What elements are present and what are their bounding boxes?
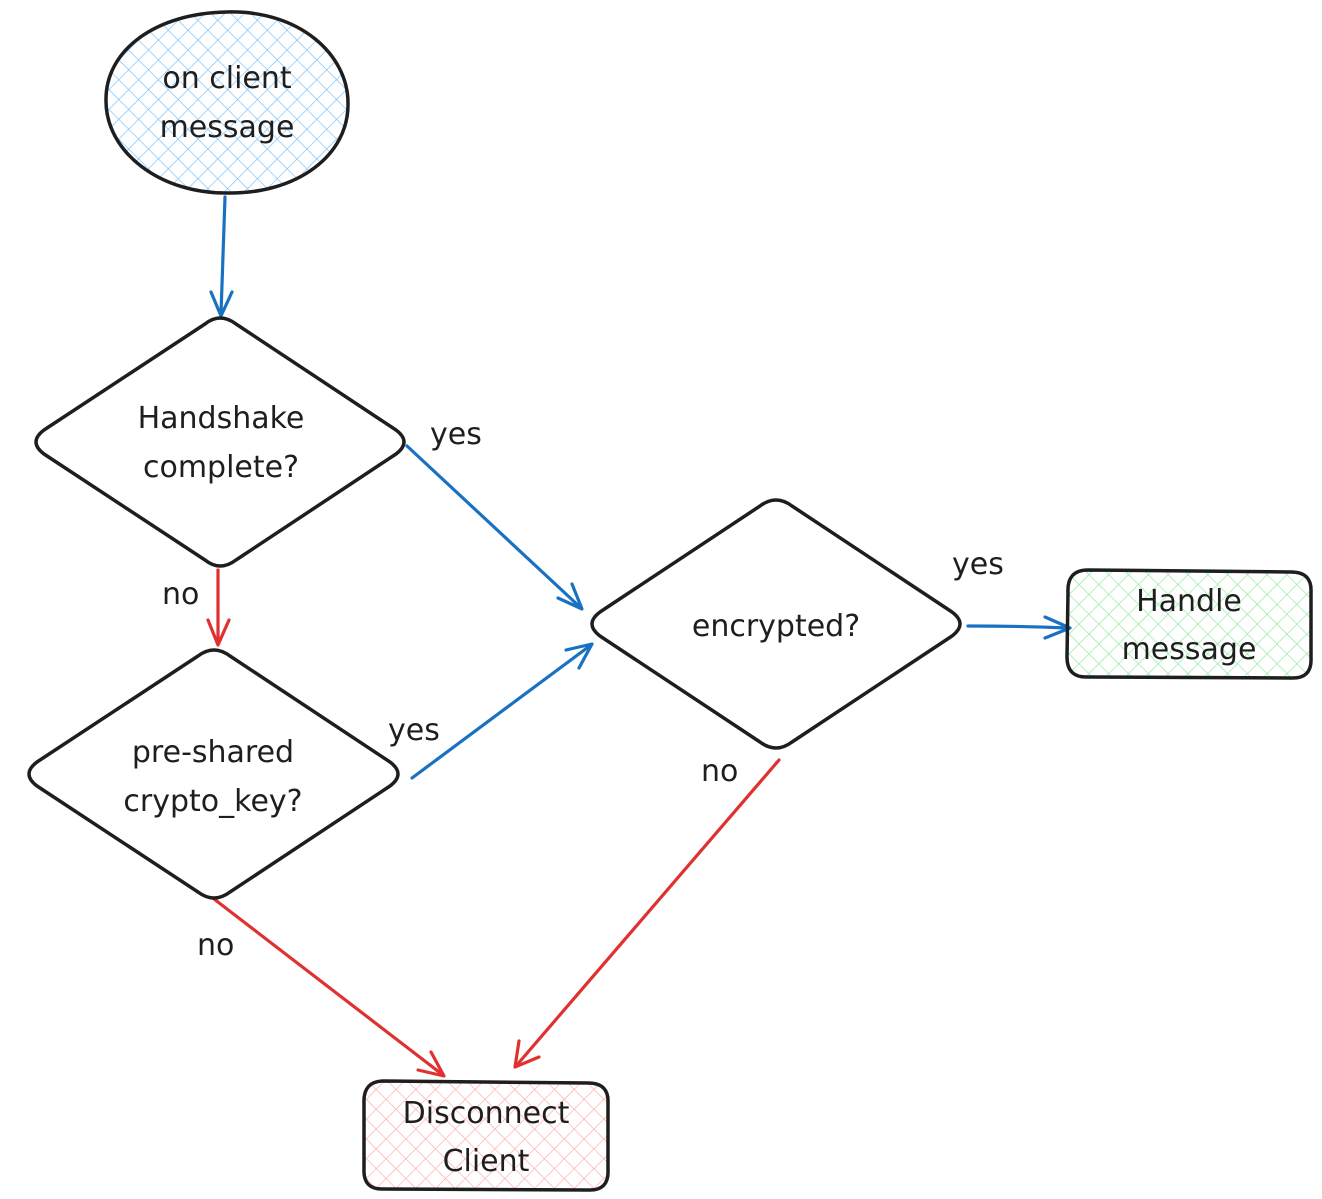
edge-handshake-yes (405, 444, 584, 611)
node-preshared[interactable]: pre-shared crypto_key? (27, 648, 400, 900)
node-disconnect[interactable]: Disconnect Client (362, 1079, 610, 1192)
node-start-line2: message (160, 110, 295, 145)
edge-start-to-handshake (209, 195, 234, 318)
node-preshared-line1: pre-shared (132, 735, 294, 770)
node-handle-line1: Handle (1136, 584, 1242, 619)
label-encrypted-yes: yes (952, 547, 1004, 582)
node-start-line1: on client (162, 61, 292, 96)
edge-preshared-yes (410, 642, 594, 780)
node-handshake-line2: complete? (143, 450, 299, 485)
edge-handshake-no (206, 568, 231, 647)
label-preshared-yes: yes (388, 713, 440, 748)
label-handshake-yes: yes (430, 417, 482, 452)
label-preshared-no: no (197, 928, 234, 963)
label-handshake-no: no (162, 577, 199, 612)
node-disconnect-line2: Client (443, 1144, 530, 1179)
edge-preshared-no (212, 897, 446, 1078)
node-disconnect-line1: Disconnect (403, 1096, 570, 1131)
node-handshake[interactable]: Handshake complete? (34, 316, 406, 568)
label-encrypted-no: no (701, 754, 738, 789)
node-handshake-line1: Handshake (138, 401, 305, 436)
node-encrypted[interactable]: encrypted? (590, 498, 962, 750)
node-handle-line2: message (1122, 632, 1257, 667)
node-encrypted-line1: encrypted? (692, 609, 860, 644)
node-preshared-line2: crypto_key? (123, 784, 302, 819)
node-handle[interactable]: Handle message (1065, 568, 1313, 680)
node-start[interactable]: on client message (104, 10, 350, 195)
edge-encrypted-no (513, 758, 781, 1069)
edge-encrypted-yes (966, 615, 1072, 640)
